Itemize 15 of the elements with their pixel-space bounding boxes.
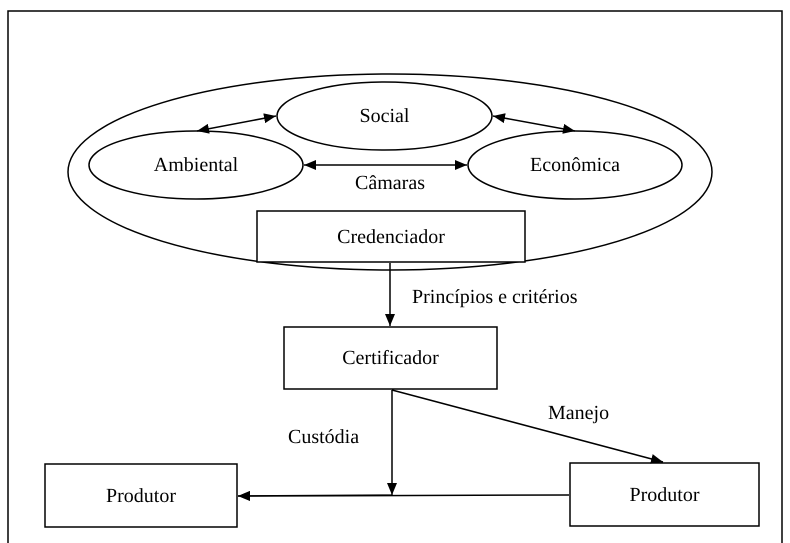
node-label: Social <box>360 105 410 127</box>
edge-label: Princípios e critérios <box>410 286 580 308</box>
arrow <box>196 113 276 134</box>
group-label: Câmaras <box>355 172 425 194</box>
node-label: Produtor <box>106 484 176 506</box>
arrow <box>304 160 467 170</box>
arrow <box>385 263 395 326</box>
node-label: Certificador <box>342 347 439 369</box>
arrow <box>238 490 569 501</box>
node-label: Ambiental <box>154 154 238 176</box>
arrow <box>492 113 576 134</box>
node-label: Credenciador <box>337 226 445 248</box>
node-label: Econômica <box>530 154 620 176</box>
node-label: Produtor <box>630 484 700 506</box>
arrow <box>392 389 664 464</box>
